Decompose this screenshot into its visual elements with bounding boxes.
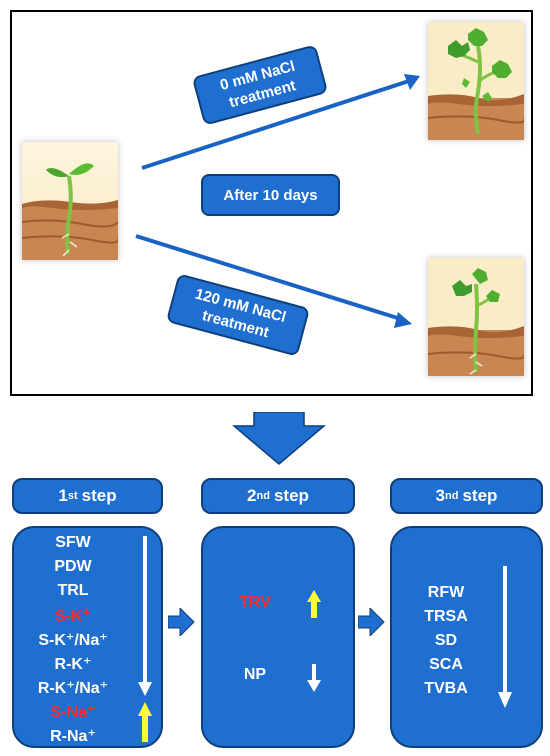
param-sca: SCA xyxy=(429,656,463,673)
right-arrow-icon xyxy=(168,608,195,636)
step-1-word: step xyxy=(81,486,117,505)
up-arrow-icon xyxy=(307,590,321,618)
param-s-k: S-K⁺ xyxy=(55,608,91,625)
param-r-k: R-K⁺ xyxy=(54,656,92,673)
param-np: NP xyxy=(243,666,267,683)
step-3-word: step xyxy=(462,486,498,505)
param-sfw: SFW xyxy=(55,534,91,551)
down-arrow-icon xyxy=(138,536,152,696)
step-3-box: RFW TRSA SD SCA TVBA xyxy=(390,526,543,748)
cucumber-plant-icon xyxy=(427,258,526,376)
down-arrow-icon xyxy=(307,664,321,692)
duration-label: After 10 days xyxy=(201,174,340,216)
step-2-suffix: nd xyxy=(256,490,270,502)
step-2-number: 2 xyxy=(247,486,257,505)
down-arrow-icon xyxy=(498,566,512,708)
up-arrow-icon xyxy=(138,702,152,742)
param-trl: TRL xyxy=(57,582,89,599)
step-1-suffix: st xyxy=(67,490,78,502)
param-sd: SD xyxy=(434,632,458,649)
param-pdw: PDW xyxy=(54,558,92,575)
param-rfw: RFW xyxy=(427,584,465,601)
down-arrow-icon xyxy=(232,412,326,465)
param-trsa: TRSA xyxy=(424,608,468,625)
step-2-box: TRV NP xyxy=(201,526,355,748)
param-r-k-na: R-K⁺/Na⁺ xyxy=(37,680,109,697)
step-1-box: SFW PDW TRL S-K⁺ S-K⁺/Na⁺ R-K⁺ R-K⁺/Na⁺ … xyxy=(12,526,163,748)
cucumber-plant-icon xyxy=(427,22,526,140)
step-3-suffix: nd xyxy=(445,490,459,502)
step-3-number: 3 xyxy=(435,486,446,505)
step-1-number: 1 xyxy=(58,486,68,505)
param-trv: TRV xyxy=(239,594,271,611)
param-r-na: R-Na⁺ xyxy=(50,728,96,745)
right-arrow-icon xyxy=(358,608,385,636)
seedling-icon xyxy=(21,142,120,260)
param-s-k-na: S-K⁺/Na⁺ xyxy=(38,632,108,649)
param-s-na: S-Na⁺ xyxy=(50,704,96,721)
treatment-arrows xyxy=(135,74,420,328)
step-2-word: step xyxy=(273,486,309,505)
param-tvba: TVBA xyxy=(424,680,468,697)
